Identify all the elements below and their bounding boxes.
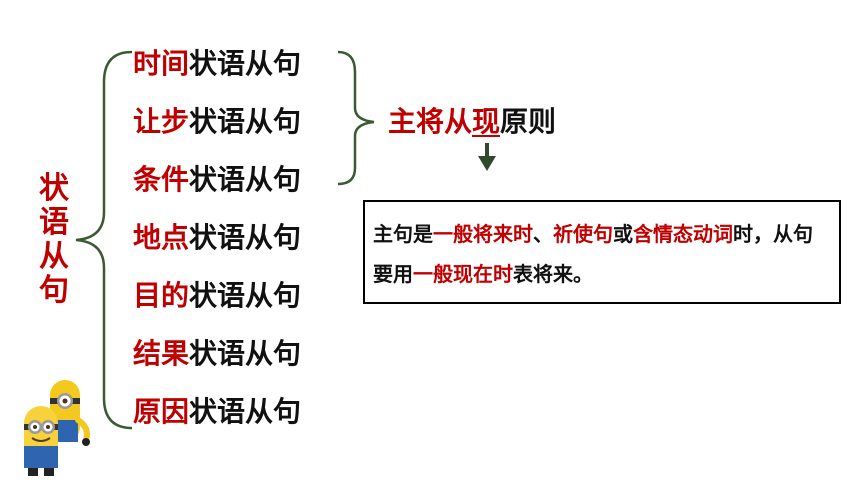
category-char: 句 xyxy=(39,273,69,308)
clause-rest: 状语从句 xyxy=(189,47,302,80)
clause-rest: 状语从句 xyxy=(189,105,302,138)
clause-rest: 状语从句 xyxy=(189,221,302,254)
rule-highlight: 一般现在时 xyxy=(413,262,513,286)
rule-text: 、 xyxy=(533,222,553,246)
down-arrow-icon xyxy=(478,143,496,171)
clause-item-time: 时间状语从句 xyxy=(133,47,301,81)
category-char: 语 xyxy=(39,205,69,240)
clause-highlight: 让步 xyxy=(133,105,190,138)
rule-text: 时，从句要用 xyxy=(373,222,813,286)
clause-item-condition: 条件状语从句 xyxy=(133,163,301,197)
principle-part-underlined: 现 xyxy=(472,105,501,138)
clause-rest: 状语从句 xyxy=(189,337,302,370)
rule-highlight: 祈使句 xyxy=(553,222,613,246)
clause-highlight: 目的 xyxy=(133,279,190,312)
clause-highlight: 原因 xyxy=(133,395,190,428)
category-label: 状 语 从 句 xyxy=(36,172,72,308)
rule-text: 或 xyxy=(613,222,633,246)
clause-rest: 状语从句 xyxy=(189,163,302,196)
rule-highlight: 含情态动词 xyxy=(633,222,733,246)
rule-text: 表将来。 xyxy=(513,262,593,286)
clause-item-purpose: 目的状语从句 xyxy=(133,279,301,313)
clause-rest: 状语从句 xyxy=(189,279,302,312)
clause-item-result: 结果状语从句 xyxy=(133,337,301,371)
clause-item-place: 地点状语从句 xyxy=(133,221,301,255)
rule-text: 主句是 xyxy=(373,222,433,246)
clause-highlight: 地点 xyxy=(133,221,190,254)
clause-rest: 状语从句 xyxy=(189,395,302,428)
clause-item-reason: 原因状语从句 xyxy=(133,395,301,429)
left-brace xyxy=(75,50,133,430)
clause-item-concession: 让步状语从句 xyxy=(133,105,301,139)
principle-suffix: 原则 xyxy=(500,105,557,138)
clause-highlight: 条件 xyxy=(133,163,190,196)
rule-highlight: 一般将来时 xyxy=(433,222,533,246)
clause-highlight: 结果 xyxy=(133,337,190,370)
minions-illustration xyxy=(24,380,90,476)
right-brace xyxy=(337,50,375,186)
principle-title: 主将从现原则 xyxy=(388,105,556,139)
category-char: 从 xyxy=(39,239,69,274)
category-char: 状 xyxy=(39,171,69,206)
principle-part: 主将从 xyxy=(388,105,473,138)
clause-highlight: 时间 xyxy=(133,47,190,80)
rule-box: 主句是一般将来时、祈使句或含情态动词时，从句要用一般现在时表将来。 xyxy=(363,200,841,304)
